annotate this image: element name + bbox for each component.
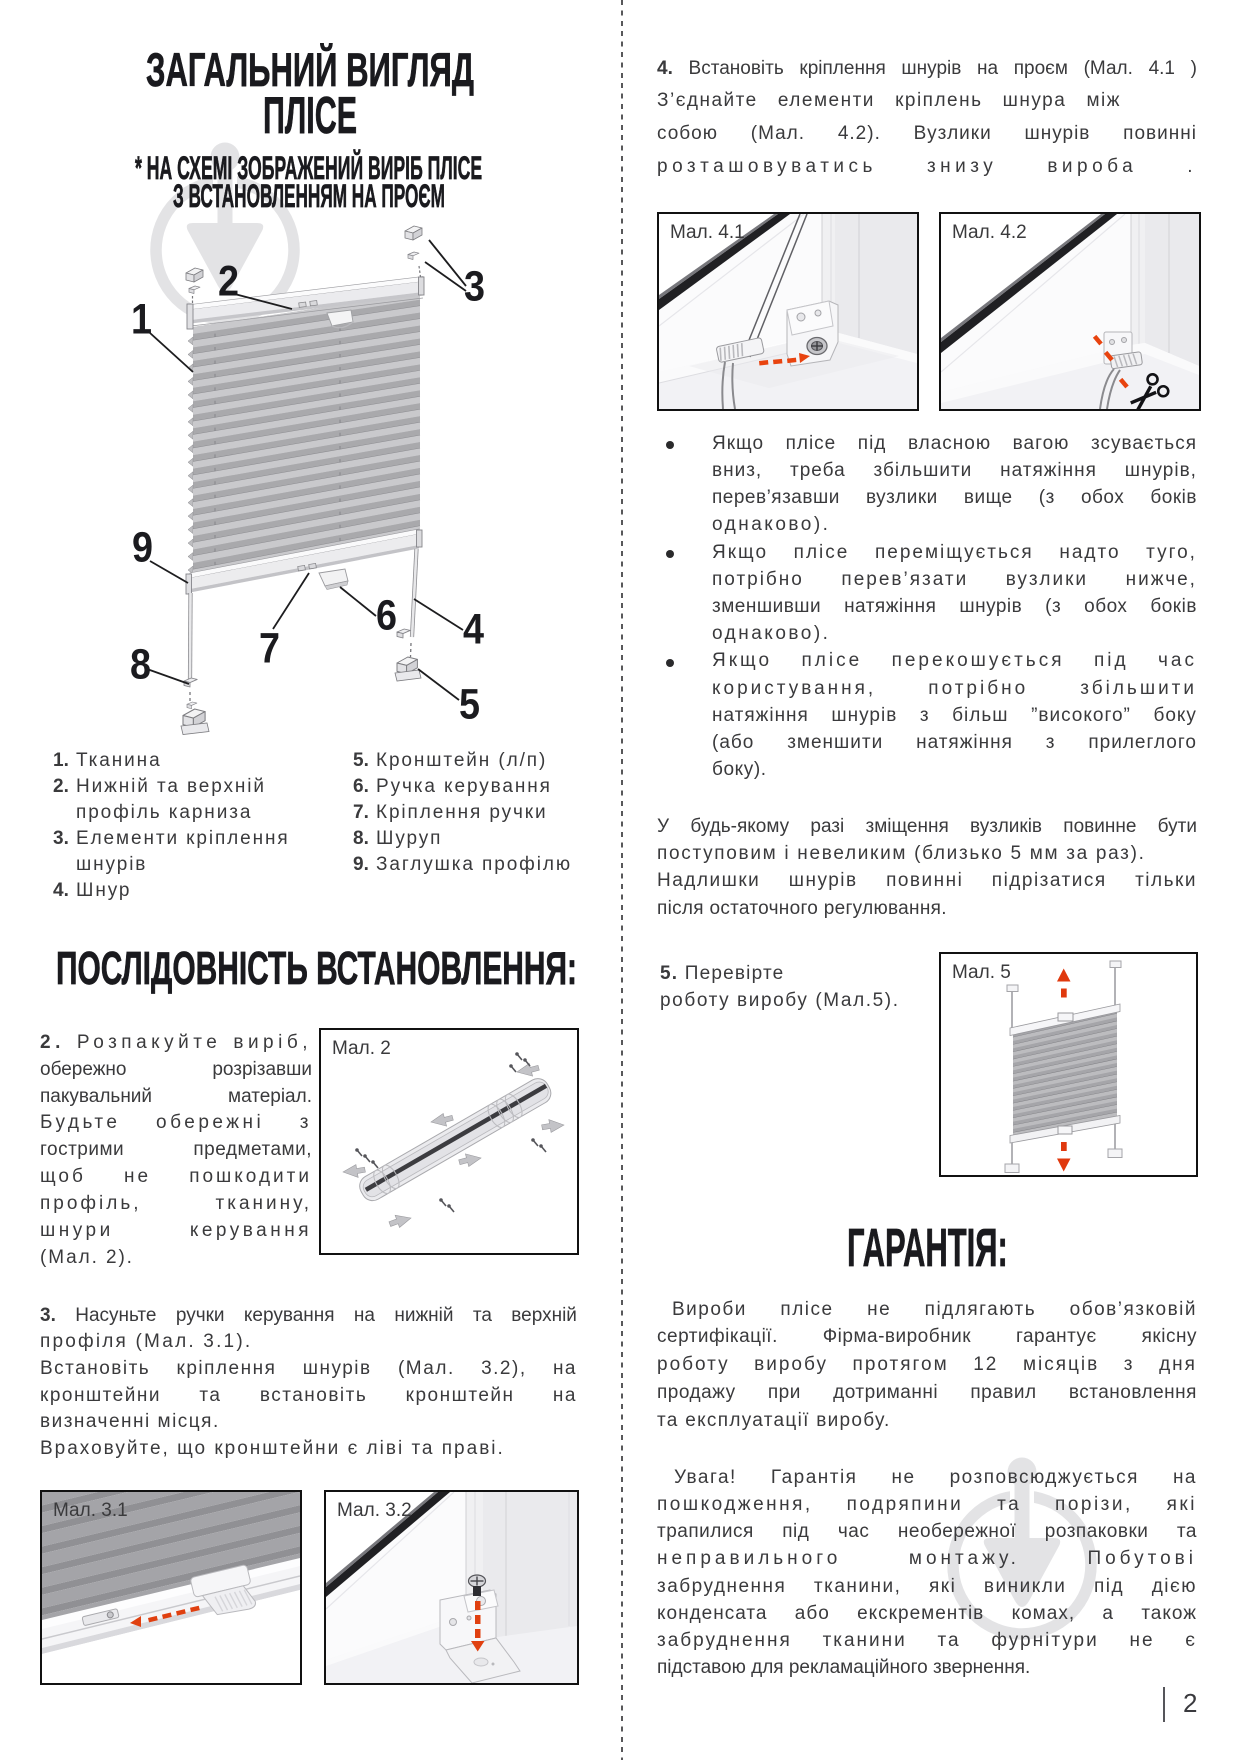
svg-text:9: 9 (132, 524, 153, 572)
svg-text:6: 6 (376, 592, 397, 640)
svg-text:4: 4 (463, 606, 484, 654)
svg-text:5: 5 (459, 681, 480, 729)
svg-text:1: 1 (131, 296, 152, 344)
svg-text:3: 3 (464, 263, 485, 311)
svg-text:2: 2 (218, 258, 239, 306)
svg-text:8: 8 (130, 641, 151, 689)
svg-text:7: 7 (259, 625, 280, 673)
